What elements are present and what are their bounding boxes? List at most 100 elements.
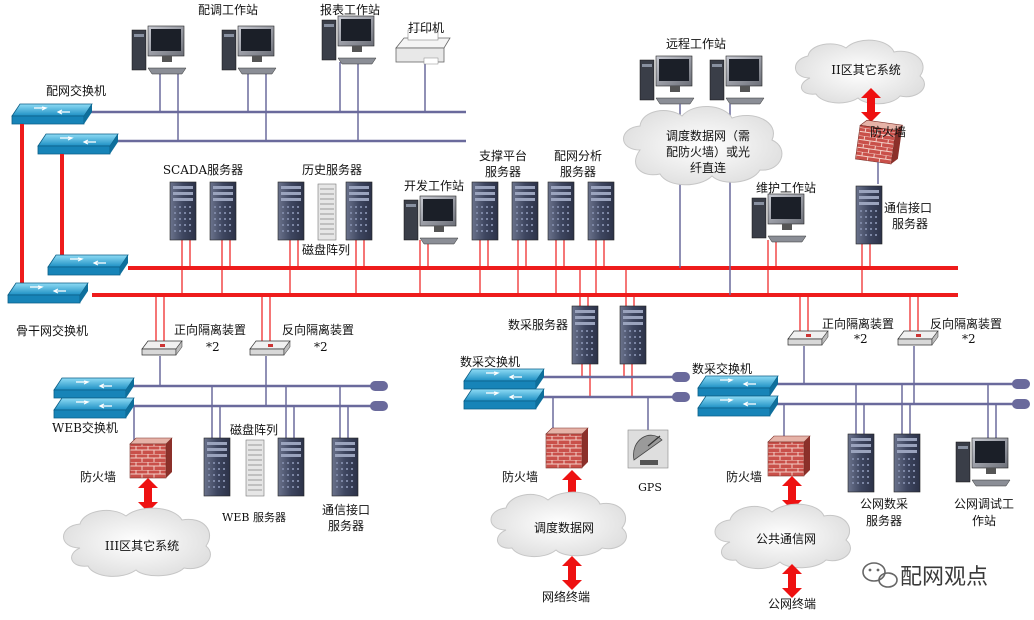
public-terminal-label: 公网终端 [768,596,816,611]
switch-icon[interactable] [7,282,89,304]
maint-workstation[interactable]: 维护工作站 [751,181,816,243]
rev-iso-left[interactable]: 反向隔离装置 *2 [249,322,354,356]
server-icon[interactable] [547,181,575,241]
analysis-label-1: 配网分析 [554,149,602,163]
web-servers[interactable]: 磁盘阵列 WEB 服务器 [203,422,305,524]
web-switch-label: WEB交换机 [52,420,118,435]
isolation-device-icon[interactable] [897,330,939,346]
workstation-icon[interactable] [751,193,807,243]
fwd-iso-right[interactable]: 正向隔离装置 *2 [787,316,894,346]
server-icon[interactable] [209,181,237,241]
rev-iso-right[interactable]: 反向隔离装置 *2 [897,316,1002,346]
firewall-right[interactable]: 防火墙 [726,435,811,484]
fwd-iso-left-label: 正向隔离装置 [174,322,246,337]
server-icon[interactable] [571,305,599,365]
switch-icon[interactable] [463,368,545,390]
firewall-mid[interactable]: 防火墙 [502,427,589,484]
printer[interactable]: 打印机 [395,21,451,65]
cloud-icon [714,503,851,569]
dispatch-net-line3: 纤直连 [690,160,726,175]
switch-icon[interactable] [463,388,545,410]
server-icon[interactable] [619,305,647,365]
server-icon[interactable] [855,185,883,245]
switch-icon[interactable] [47,254,129,276]
server-icon[interactable] [277,181,305,241]
workstation-icon[interactable] [639,55,695,105]
acq-switch-right-group[interactable]: 数采交换机 [692,361,779,417]
support-servers[interactable]: 支撑平台 服务器 [471,148,539,241]
workstation-icon[interactable] [709,55,765,105]
workstation-icon[interactable] [131,25,187,75]
server-icon[interactable] [331,437,359,497]
remote-workstations[interactable]: 远程工作站 [639,36,765,105]
wechat-icon [862,562,898,588]
server-icon[interactable] [893,433,921,493]
workstation-icon[interactable] [321,15,377,65]
isolation-device-icon[interactable] [787,330,829,346]
switch-icon[interactable] [11,103,93,125]
dispatch-net-cloud-top[interactable]: 调度数据网（需 配防火墙）或光 纤直连 [623,105,783,186]
switch-icon[interactable] [53,377,135,399]
printer-label: 打印机 [408,21,444,35]
acq-server-label: 数采服务器 [508,317,568,332]
switch-icon[interactable] [697,375,779,397]
workstation-icon[interactable] [221,25,277,75]
server-icon[interactable] [511,181,539,241]
fwd-iso-left[interactable]: 正向隔离装置 *2 [141,322,246,356]
firewall-left[interactable]: 防火墙 [80,437,173,484]
firewall-top[interactable]: 防火墙 [854,118,906,166]
history-label: 历史服务器 [302,162,362,177]
server-icon[interactable] [277,437,305,497]
firewall-icon[interactable] [767,435,811,477]
acq-servers[interactable]: 数采服务器 [508,305,647,365]
web-switch-group[interactable]: WEB交换机 [52,377,135,435]
comm-if-server[interactable]: 通信接口 服务器 [855,185,932,245]
public-debug-ws[interactable]: 公网调试工 作站 [954,437,1014,528]
scada-servers[interactable]: SCADA服务器 [163,162,243,241]
net-terminal-label: 网络终端 [542,589,590,604]
backbone-switch-group[interactable]: 骨干网交换机 [7,254,129,338]
server-icon[interactable] [203,437,231,497]
workstation-icon[interactable] [403,195,459,245]
firewall-icon[interactable] [545,427,589,469]
workstation-icon[interactable] [955,437,1011,487]
rev-iso-left-label: 反向隔离装置 [282,322,354,337]
fwd-iso-right-label: 正向隔离装置 [822,316,894,331]
public-acq-servers[interactable]: 公网数采 服务器 [847,433,921,528]
analysis-servers[interactable]: 配网分析 服务器 [547,149,615,241]
rev-iso-right-x2: *2 [962,332,976,346]
server-icon[interactable] [587,181,615,241]
backbone-lines [92,266,958,297]
acq-switch-group[interactable]: 数采交换机 [460,354,545,410]
dispatch-net-cloud[interactable]: 调度数据网 [490,491,627,557]
comm-if-bottom[interactable]: 通信接口 服务器 [322,437,370,533]
firewall-icon[interactable] [129,437,173,479]
server-icon[interactable] [169,181,197,241]
web-server-label: WEB 服务器 [222,511,286,524]
cloud-icon [623,105,783,186]
dist-switch-group[interactable]: 配网交换机 [11,83,119,155]
zone2-cloud[interactable]: II区其它系统 [795,39,925,105]
printer-icon[interactable] [395,29,451,65]
public-net-cloud[interactable]: 公共通信网 [714,503,851,569]
report-workstation[interactable]: 报表工作站 [320,2,380,65]
history-servers[interactable]: 历史服务器 磁盘阵列 [277,162,373,257]
server-icon[interactable] [847,433,875,493]
zone3-cloud[interactable]: III区其它系统 [63,507,211,577]
gps-dish-icon [627,429,669,469]
switch-icon[interactable] [37,133,119,155]
gps[interactable]: GPS [627,429,669,494]
dispatch-workstations[interactable]: 配调工作站 [131,3,277,75]
dev-workstation[interactable]: 开发工作站 [403,178,464,245]
firewall-left-label: 防火墙 [80,469,116,484]
switch-icon[interactable] [697,395,779,417]
server-icon[interactable] [471,181,499,241]
dispatch-net-line2: 配防火墙）或光 [666,144,750,159]
scada-label: SCADA服务器 [163,162,243,177]
switch-icon[interactable] [53,397,135,419]
server-icon[interactable] [345,181,373,241]
isolation-device-icon[interactable] [249,340,291,356]
isolation-device-icon[interactable] [141,340,183,356]
server-drops [181,240,871,295]
